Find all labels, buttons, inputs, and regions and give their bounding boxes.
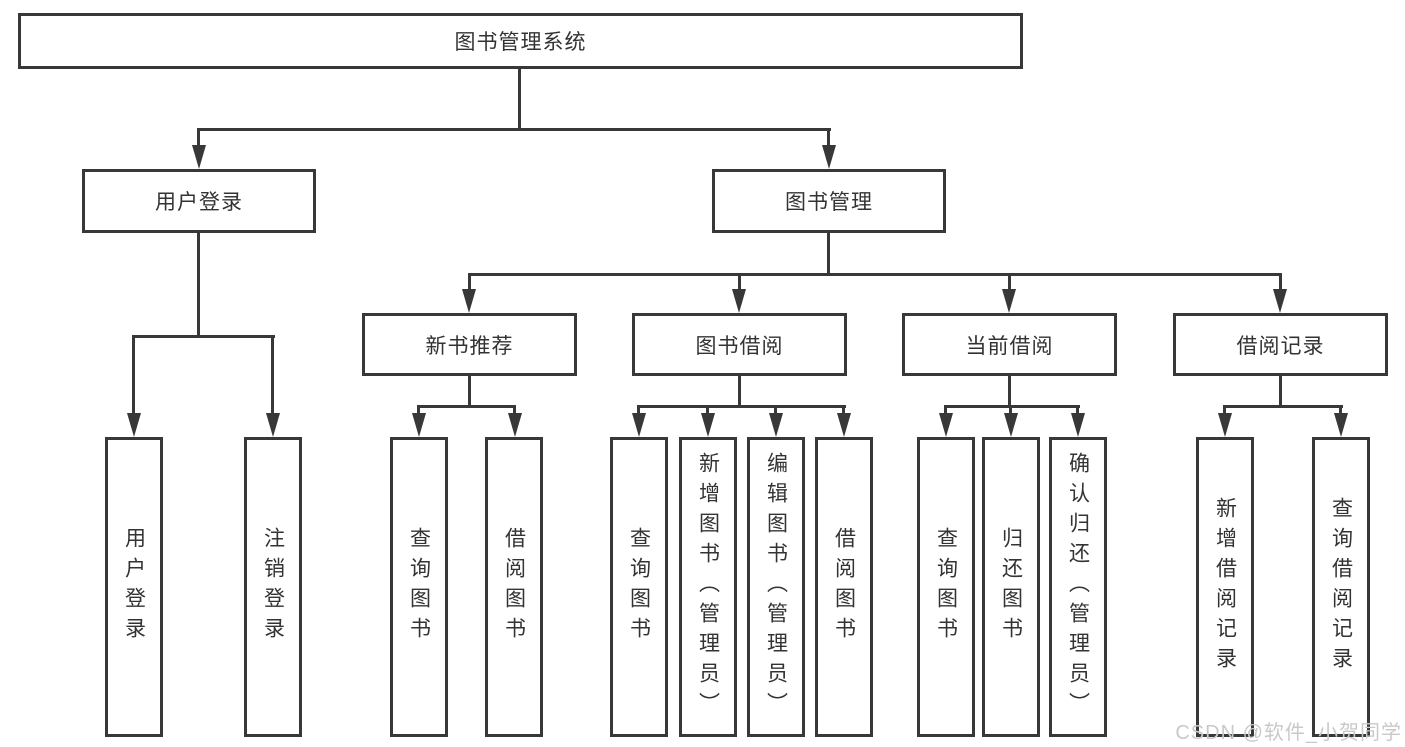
connector-new-book-rail bbox=[417, 405, 516, 408]
node-new-book-recommend: 新书推荐 bbox=[362, 313, 577, 376]
arrowhead-query-books-current bbox=[939, 413, 953, 437]
node-leaf-query-borrow-record: 查询借阅记录 bbox=[1312, 437, 1370, 737]
arrowhead-return-books bbox=[1004, 413, 1018, 437]
connector-user-login-rail bbox=[132, 335, 275, 338]
node-leaf-borrow-books: 借阅图书 bbox=[815, 437, 873, 737]
node-book-borrow: 图书借阅 bbox=[632, 313, 847, 376]
node-leaf-query-books-current: 查询图书 bbox=[917, 437, 975, 737]
connector-book-borrow-stem bbox=[738, 376, 741, 408]
node-leaf-add-books-admin: 新增图书（管理员） bbox=[679, 437, 737, 737]
node-leaf-query-books-recommend: 查询图书 bbox=[390, 437, 448, 737]
arrowhead-borrow-books-recommend bbox=[508, 413, 522, 437]
connector-book-borrow-rail bbox=[637, 405, 846, 408]
connector-current-borrow-rail bbox=[944, 405, 1080, 408]
connector-drop-current-borrow bbox=[1008, 273, 1011, 291]
node-new-book-recommend-label: 新书推荐 bbox=[425, 334, 514, 358]
node-leaf-return-books-label: 归还图书 bbox=[999, 527, 1023, 647]
node-leaf-query-books-recommend-label: 查询图书 bbox=[407, 527, 431, 647]
node-borrow-records: 借阅记录 bbox=[1173, 313, 1388, 376]
node-leaf-edit-books-admin: 编辑图书（管理员） bbox=[747, 437, 805, 737]
connector-drop-return-books bbox=[1009, 405, 1012, 419]
arrowhead-current-borrow bbox=[1002, 289, 1016, 313]
connector-drop-borrow-records bbox=[1279, 273, 1282, 291]
connector-book-management-stem bbox=[827, 233, 830, 276]
connector-drop-book-borrow bbox=[738, 273, 741, 291]
connector-drop-query-books-borrow bbox=[637, 405, 640, 419]
arrowhead-edit-books-admin bbox=[769, 413, 783, 437]
node-root: 图书管理系统 bbox=[18, 13, 1023, 69]
connector-user-login-stem bbox=[197, 233, 200, 338]
connector-root-rail bbox=[197, 128, 831, 131]
connector-current-borrow-stem bbox=[1008, 376, 1011, 408]
connector-drop-query-books-current bbox=[944, 405, 947, 419]
arrowhead-leaf-user-login bbox=[127, 413, 141, 437]
connector-drop-query-borrow-record bbox=[1339, 405, 1342, 419]
node-leaf-borrow-books-label: 借阅图书 bbox=[832, 527, 856, 647]
arrowhead-add-borrow-record bbox=[1218, 413, 1232, 437]
connector-borrow-records-rail bbox=[1223, 405, 1343, 408]
connector-drop-add-books-admin bbox=[706, 405, 709, 419]
node-leaf-query-books-borrow-label: 查询图书 bbox=[627, 527, 651, 647]
arrowhead-add-books-admin bbox=[701, 413, 715, 437]
node-leaf-add-borrow-record: 新增借阅记录 bbox=[1196, 437, 1254, 737]
connector-drop-user-login bbox=[197, 128, 200, 148]
node-leaf-add-books-admin-label: 新增图书（管理员） bbox=[696, 452, 720, 722]
node-leaf-query-borrow-record-label: 查询借阅记录 bbox=[1329, 497, 1353, 677]
connector-drop-borrow-books bbox=[842, 405, 845, 419]
connector-root-stem bbox=[518, 66, 521, 131]
node-root-label: 图书管理系统 bbox=[454, 31, 587, 54]
node-leaf-return-books: 归还图书 bbox=[982, 437, 1040, 737]
arrowhead-borrow-books bbox=[837, 413, 851, 437]
connector-drop-query-books-recommend bbox=[417, 405, 420, 419]
node-leaf-borrow-books-recommend: 借阅图书 bbox=[485, 437, 543, 737]
node-borrow-records-label: 借阅记录 bbox=[1236, 334, 1325, 358]
arrowhead-query-books-borrow bbox=[632, 413, 646, 437]
connector-drop-edit-books-admin bbox=[774, 405, 777, 419]
node-leaf-query-books-borrow: 查询图书 bbox=[610, 437, 668, 737]
node-leaf-query-books-current-label: 查询图书 bbox=[934, 527, 958, 647]
watermark-text: CSDN @软件_小贺同学 bbox=[1175, 722, 1402, 744]
connector-new-book-stem bbox=[468, 376, 471, 408]
connector-drop-confirm-return-admin bbox=[1076, 405, 1079, 419]
connector-drop-borrow-books-recommend bbox=[513, 405, 516, 419]
node-book-borrow-label: 图书借阅 bbox=[695, 334, 784, 358]
arrowhead-confirm-return-admin bbox=[1071, 413, 1085, 437]
node-user-login-label: 用户登录 bbox=[155, 191, 243, 214]
arrowhead-leaf-logout bbox=[266, 413, 280, 437]
arrowhead-query-books-recommend bbox=[412, 413, 426, 437]
connector-drop-add-borrow-record bbox=[1223, 405, 1226, 419]
node-leaf-borrow-books-recommend-label: 借阅图书 bbox=[502, 527, 526, 647]
node-leaf-user-login-label: 用户登录 bbox=[122, 527, 146, 647]
connector-book-management-rail bbox=[468, 273, 1282, 276]
node-leaf-add-borrow-record-label: 新增借阅记录 bbox=[1213, 497, 1237, 677]
node-leaf-confirm-return-admin-label: 确认归还（管理员） bbox=[1066, 452, 1090, 722]
arrowhead-user-login bbox=[192, 145, 206, 169]
arrowhead-query-borrow-record bbox=[1334, 413, 1348, 437]
node-leaf-edit-books-admin-label: 编辑图书（管理员） bbox=[764, 452, 788, 722]
node-book-management-label: 图书管理 bbox=[785, 191, 873, 214]
arrowhead-new-book-recommend bbox=[462, 289, 476, 313]
connector-borrow-records-stem bbox=[1279, 376, 1282, 408]
node-leaf-logout: 注销登录 bbox=[244, 437, 302, 737]
connector-drop-leaf-logout bbox=[271, 335, 274, 417]
node-user-login: 用户登录 bbox=[82, 169, 316, 233]
arrowhead-borrow-records bbox=[1273, 289, 1287, 313]
node-current-borrow: 当前借阅 bbox=[902, 313, 1117, 376]
arrowhead-book-management bbox=[822, 145, 836, 169]
connector-drop-new-book-recommend bbox=[468, 273, 471, 291]
connector-drop-leaf-user-login bbox=[132, 335, 135, 417]
node-leaf-user-login: 用户登录 bbox=[105, 437, 163, 737]
node-current-borrow-label: 当前借阅 bbox=[965, 334, 1054, 358]
node-book-management: 图书管理 bbox=[712, 169, 946, 233]
arrowhead-book-borrow bbox=[732, 289, 746, 313]
connector-drop-book-management bbox=[827, 128, 830, 148]
node-leaf-logout-label: 注销登录 bbox=[261, 527, 285, 647]
node-leaf-confirm-return-admin: 确认归还（管理员） bbox=[1049, 437, 1107, 737]
